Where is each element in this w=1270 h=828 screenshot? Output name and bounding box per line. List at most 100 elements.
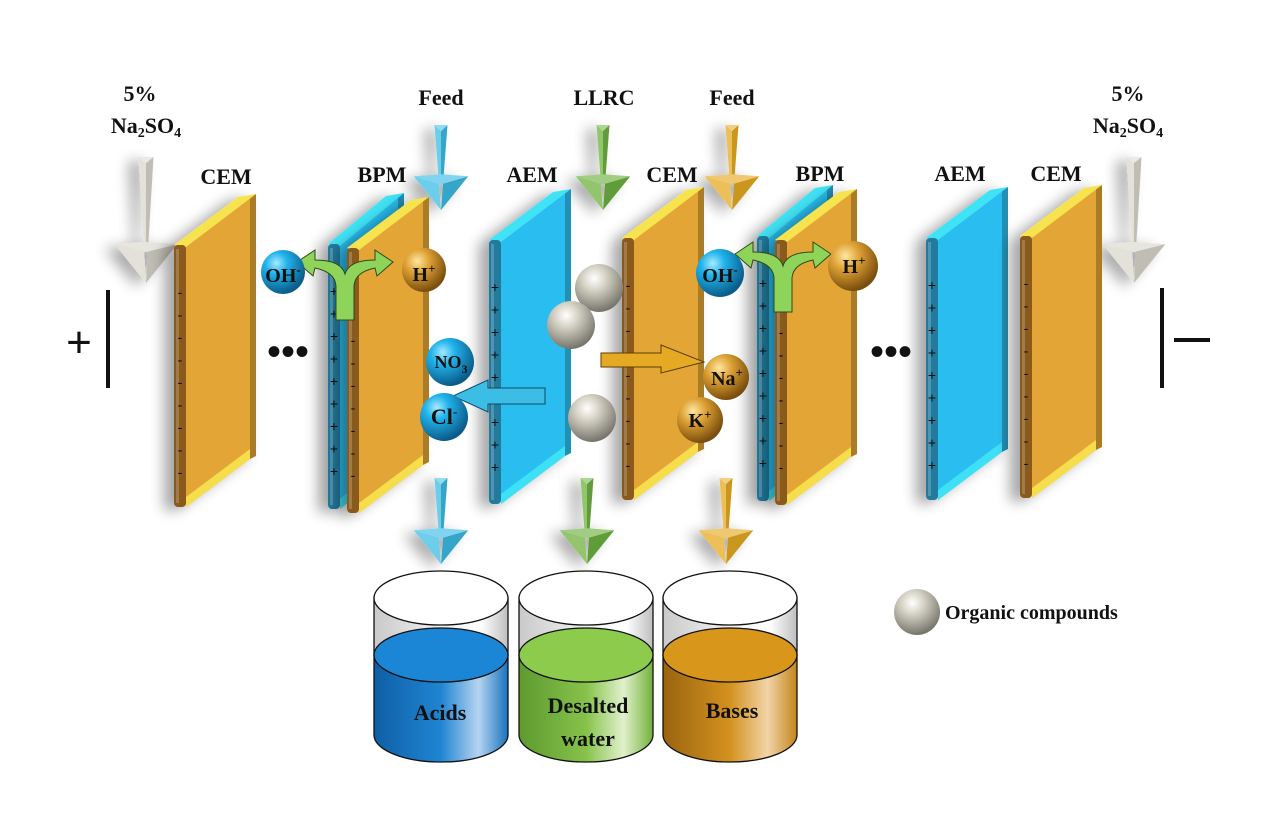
fixed-charge-minus: -: [1024, 298, 1029, 314]
fixed-charge-minus: -: [178, 442, 183, 458]
fixed-charge-plus: +: [928, 457, 936, 473]
fixed-charge-plus: +: [491, 347, 499, 363]
fixed-charge-plus: +: [330, 441, 338, 457]
fixed-charge-minus: -: [351, 467, 356, 483]
fixed-charge-minus: -: [779, 414, 784, 430]
fixed-charge-plus: +: [759, 343, 767, 359]
ion-sphere-oh-right: [696, 249, 744, 297]
fixed-charge-minus: -: [1024, 433, 1029, 449]
fixed-charge-plus: +: [928, 322, 936, 338]
ion-sphere-oh-left: [261, 250, 305, 294]
feed-acid-label: Feed: [418, 85, 463, 110]
ion-sphere-no3: [426, 338, 474, 386]
ion-k: K+: [689, 407, 712, 432]
svg-text:Na2SO4: Na2SO4: [111, 113, 181, 141]
rinse-inlet-arrow-right: [1102, 157, 1166, 283]
llrc-inlet-arrow: [575, 125, 631, 210]
fixed-charge-minus: -: [178, 307, 183, 323]
feed-base-inlet-arrow: [704, 125, 760, 210]
ion-h-left: H+: [413, 261, 436, 286]
fixed-charge-plus: +: [928, 367, 936, 383]
ion-no3: NO3: [435, 352, 468, 376]
fixed-charge-minus: -: [1024, 410, 1029, 426]
fixed-charge-minus: -: [1024, 455, 1029, 471]
fixed-charge-minus: -: [351, 355, 356, 371]
organic-compound-sphere: [547, 301, 595, 349]
fixed-charge-minus: -: [626, 300, 631, 316]
fixed-charge-plus: +: [928, 300, 936, 316]
fixed-charge-plus: +: [928, 390, 936, 406]
fixed-charge-minus: -: [626, 322, 631, 338]
fixed-charge-plus: +: [330, 373, 338, 389]
fixed-charge-minus: -: [779, 437, 784, 453]
membrane-aem1: +++++++++: [489, 189, 571, 504]
membrane-label-cem3: CEM: [1030, 161, 1082, 186]
membrane-cem2: ---------: [622, 187, 704, 500]
fixed-charge-plus: +: [330, 396, 338, 412]
fixed-charge-plus: +: [491, 279, 499, 295]
legend: Organic compounds: [894, 589, 1118, 635]
fixed-charge-minus: -: [779, 324, 784, 340]
fixed-charge-minus: -: [351, 445, 356, 461]
tank-label-desalted-line2: water: [561, 726, 615, 751]
fixed-charge-minus: -: [178, 329, 183, 345]
fixed-charge-plus: +: [928, 412, 936, 428]
ion-sphere-h-right: [828, 241, 878, 291]
acid-outlet-arrow: [413, 478, 469, 564]
cathode: [1160, 288, 1210, 388]
legend-organic-sphere-icon: [894, 589, 940, 635]
fixed-charge-plus: +: [759, 320, 767, 336]
membrane-aem2: +++++++++: [926, 187, 1008, 500]
fixed-charge-plus: +: [928, 345, 936, 361]
fixed-charge-minus: -: [178, 397, 183, 413]
fixed-charge-plus: +: [759, 298, 767, 314]
ion-h-right: H+: [843, 253, 866, 278]
fixed-charge-plus: +: [759, 388, 767, 404]
fixed-charge-minus: -: [626, 367, 631, 383]
fixed-charge-plus: +: [330, 328, 338, 344]
desalted-outlet-arrow: [559, 478, 615, 564]
fixed-charge-minus: -: [1024, 275, 1029, 291]
fixed-charge-plus: +: [759, 433, 767, 449]
fixed-charge-minus: -: [626, 412, 631, 428]
feed-base-label: Feed: [709, 85, 754, 110]
fixed-charge-minus: -: [178, 464, 183, 480]
fixed-charge-plus: +: [491, 459, 499, 475]
svg-text:5%: 5%: [1112, 81, 1145, 106]
tank-label-acids: Acids: [414, 700, 467, 725]
fixed-charge-plus: +: [330, 463, 338, 479]
ion-sphere-h-left: [402, 248, 446, 292]
fixed-charge-plus: +: [759, 455, 767, 471]
fixed-charge-minus: -: [779, 392, 784, 408]
fixed-charge-plus: +: [491, 324, 499, 340]
fixed-charge-minus: -: [779, 369, 784, 385]
ion-oh-left: OH-: [265, 262, 300, 287]
fixed-charge-plus: +: [928, 277, 936, 293]
ion-sphere-k: [677, 397, 723, 443]
svg-text:Na2SO4: Na2SO4: [1093, 113, 1163, 141]
tank-desalted-water: [518, 570, 654, 763]
membrane-label-bpm2: BPM: [796, 161, 845, 186]
anode: +: [66, 290, 110, 388]
membrane-label-cem2: CEM: [646, 162, 698, 187]
fixed-charge-minus: -: [1024, 320, 1029, 336]
membrane-cem3: ---------: [1020, 185, 1102, 498]
fixed-charge-minus: -: [626, 457, 631, 473]
svg-text:5%: 5%: [124, 81, 157, 106]
fixed-charge-plus: +: [491, 302, 499, 318]
fixed-charge-minus: -: [1024, 365, 1029, 381]
fixed-charge-minus: -: [178, 374, 183, 390]
fixed-charge-plus: +: [759, 365, 767, 381]
base-outlet-arrow: [698, 478, 754, 564]
rinse-label-right: 5% Na2SO4: [1093, 81, 1163, 141]
membrane-label-aem1: AEM: [506, 162, 558, 187]
ellipsis-right: •••: [870, 329, 912, 374]
fixed-charge-plus: +: [330, 283, 338, 299]
organic-compound-sphere: [575, 264, 623, 312]
llrc-label: LLRC: [573, 85, 634, 110]
rinse-inlet-arrow-left: [114, 157, 178, 283]
membrane-bpm1-cation-layer: ---------: [347, 197, 429, 513]
organic-compound-sphere: [568, 394, 616, 442]
fixed-charge-minus: -: [626, 390, 631, 406]
